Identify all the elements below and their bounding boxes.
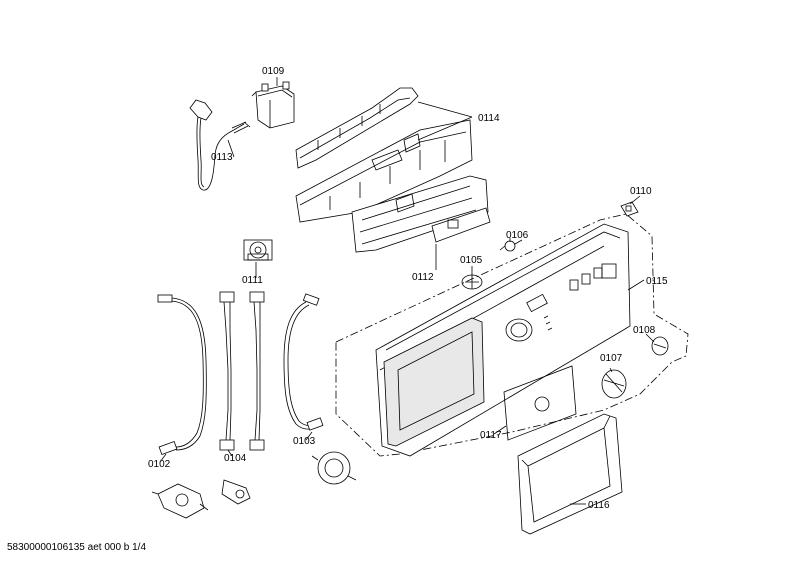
part-label-0113: 0113 bbox=[211, 152, 233, 163]
control-module-upper-part bbox=[295, 87, 473, 223]
drawing-reference-code: 58300000106135 aet 000 b 1/4 bbox=[7, 542, 147, 553]
part-label-0117: 0117 bbox=[480, 430, 502, 441]
part-label-0104: 0104 bbox=[224, 453, 247, 464]
label-plate-part bbox=[503, 365, 577, 441]
wire-harness-0104a bbox=[219, 291, 235, 451]
part-label-0115: 0115 bbox=[646, 276, 668, 287]
part-label-0105: 0105 bbox=[460, 255, 483, 266]
program-knob-part bbox=[601, 369, 627, 399]
part-label-0114: 0114 bbox=[478, 113, 500, 124]
program-selector-part bbox=[243, 239, 273, 261]
part-label-0106: 0106 bbox=[506, 230, 529, 241]
clip-part bbox=[620, 201, 639, 217]
pressure-switch-part bbox=[151, 483, 209, 519]
sensor-part bbox=[221, 479, 251, 505]
part-label-0112: 0112 bbox=[412, 272, 434, 283]
part-label-0103: 0103 bbox=[293, 436, 316, 447]
temperature-knob-part bbox=[651, 336, 669, 356]
control-board-part bbox=[351, 175, 491, 253]
part-label-0116: 0116 bbox=[588, 500, 610, 511]
part-label-0110: 0110 bbox=[630, 186, 652, 197]
control-panel-part bbox=[375, 223, 631, 457]
part-label-0111: 0111 bbox=[242, 275, 263, 286]
part-label-0102: 0102 bbox=[148, 459, 171, 470]
wire-harness-0102 bbox=[157, 294, 207, 456]
part-label-0109: 0109 bbox=[262, 66, 285, 77]
wire-harness-0104b bbox=[249, 291, 265, 451]
drawer-handle-part bbox=[517, 413, 623, 535]
motor-part bbox=[311, 451, 357, 485]
power-cord-part bbox=[189, 99, 251, 191]
part-label-0108: 0108 bbox=[633, 325, 656, 336]
knob-shaft-part bbox=[461, 274, 483, 290]
panel-assembly-outline bbox=[335, 213, 689, 457]
push-button-part bbox=[499, 239, 523, 252]
wire-harness-0103 bbox=[283, 293, 324, 431]
part-label-0107: 0107 bbox=[600, 353, 623, 364]
interference-filter-part bbox=[251, 81, 295, 129]
